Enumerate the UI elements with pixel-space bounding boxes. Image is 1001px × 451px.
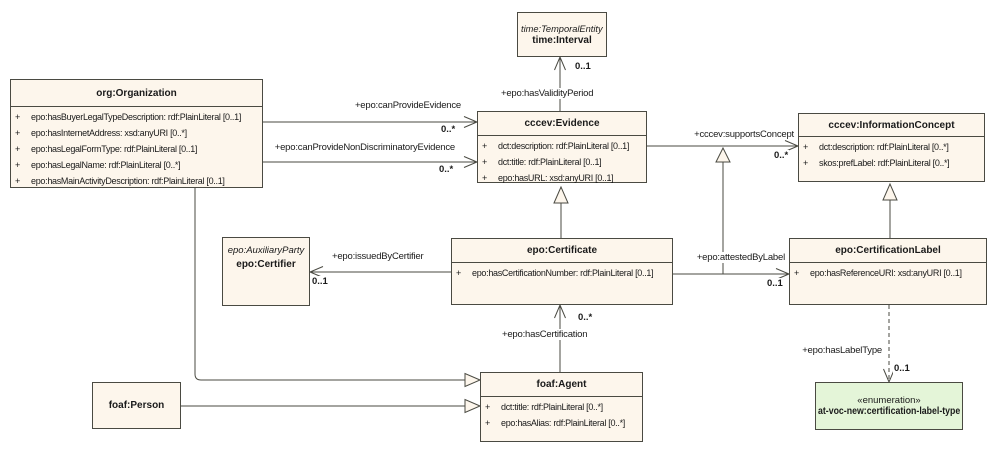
class-foaf-person[interactable]: foaf:Person xyxy=(92,382,181,429)
multiplicity-has-certification: 0..* xyxy=(577,312,594,323)
class-header: foaf:Agent xyxy=(481,373,642,397)
edge-label-can-provide-evidence: +epo:canProvideEvidence xyxy=(353,100,462,111)
class-name: org:Organization xyxy=(96,87,177,99)
multiplicity-issued-by-certifier: 0..1 xyxy=(311,276,329,287)
class-header: cccev:Evidence xyxy=(478,112,646,136)
attribute-row: + epo:hasURL: xsd:anyURI [0..1] xyxy=(482,173,614,183)
class-epo-certificationlabel[interactable]: epo:CertificationLabel + epo:hasReferenc… xyxy=(789,238,987,305)
attribute-row: + epo:hasLegalFormType: rdf:PlainLiteral… xyxy=(15,144,198,154)
class-time-interval[interactable]: time:TemporalEntity time:Interval xyxy=(517,12,607,57)
attribute-row: + dct:title: rdf:PlainLiteral [0..*] xyxy=(485,402,603,412)
generalization-triangle-icon xyxy=(882,182,898,201)
multiplicity-can-provide-evidence: 0..* xyxy=(440,124,457,135)
generalization-triangle-icon xyxy=(464,372,482,388)
edge-label-has-certification: +epo:hasCertification xyxy=(501,329,589,340)
open-arrowhead xyxy=(554,303,566,319)
generalization-triangle-icon xyxy=(553,185,569,204)
attribute-row: + epo:hasMainActivityDescription: rdf:Pl… xyxy=(15,176,225,186)
edge-label-attested-by-label: +epo:attestedByLabel xyxy=(695,252,786,263)
class-name: foaf:Person xyxy=(108,400,165,411)
attribute-compartment: + epo:hasCertificationNumber: rdf:PlainL… xyxy=(452,263,672,281)
class-epo-certifier[interactable]: epo:AuxiliaryParty epo:Certifier xyxy=(222,237,310,306)
class-header: cccev:InformationConcept xyxy=(799,114,984,137)
open-arrowhead xyxy=(308,266,324,278)
multiplicity-attested-by-label: 0..1 xyxy=(766,278,784,289)
generalization-triangle-icon xyxy=(715,146,731,163)
edge-label-has-validity-period: +epo:hasValidityPeriod xyxy=(500,88,595,99)
class-header: epo:CertificationLabel xyxy=(790,239,986,263)
attribute-row: + epo:hasBuyerLegalTypeDescription: rdf:… xyxy=(15,112,242,122)
class-header: epo:Certificate xyxy=(452,239,672,263)
attribute-row: + dct:description: rdf:PlainLiteral [0..… xyxy=(803,142,949,152)
attribute-row: + epo:hasCertificationNumber: rdf:PlainL… xyxy=(456,268,654,278)
edge-certificationlabel-generalization xyxy=(882,182,898,238)
attribute-compartment: + dct:description: rdf:PlainLiteral [0..… xyxy=(478,136,646,186)
class-cccev-informationconcept[interactable]: cccev:InformationConcept + dct:descripti… xyxy=(798,113,985,182)
parent-class-label: epo:AuxiliaryParty xyxy=(227,245,305,256)
edge-organization-generalization xyxy=(194,188,482,388)
class-name: at-voc-new:certification-label-type xyxy=(817,406,961,417)
edge-label-supports-concept: +cccev:supportsConcept xyxy=(693,129,795,140)
class-org-organization[interactable]: org:Organization + epo:hasBuyerLegalType… xyxy=(10,79,263,188)
multiplicity-has-label-type: 0..1 xyxy=(893,363,911,374)
class-foaf-agent[interactable]: foaf:Agent + dct:title: rdf:PlainLiteral… xyxy=(480,372,643,442)
class-epo-certificate[interactable]: epo:Certificate + epo:hasCertificationNu… xyxy=(451,238,673,305)
class-name: cccev:Evidence xyxy=(524,118,600,129)
class-name: epo:Certificate xyxy=(526,245,597,256)
attribute-compartment: + dct:title: rdf:PlainLiteral [0..*] + e… xyxy=(481,397,642,431)
attribute-compartment: + epo:hasReferenceURI: xsd:anyURI [0..1] xyxy=(790,263,986,281)
edge-label-issued-by-certifier: +epo:issuedByCertifier xyxy=(331,251,425,262)
edge-label-has-label-type: +epo:hasLabelType xyxy=(801,345,883,356)
attribute-row: + dct:title: rdf:PlainLiteral [0..1] xyxy=(482,157,602,167)
attribute-compartment: + epo:hasBuyerLegalTypeDescription: rdf:… xyxy=(11,107,262,189)
class-name: cccev:InformationConcept xyxy=(828,119,955,131)
enumeration-certification-label-type[interactable]: «enumeration» at-voc-new:certification-l… xyxy=(815,382,963,430)
edge-label-can-provide-nondiscriminatory-evidence: +epo:canProvideNonDiscriminatoryEvidence xyxy=(273,142,456,153)
edge-person-generalization xyxy=(181,398,482,414)
edge-has-validity-period xyxy=(554,55,566,111)
attribute-row: + skos:prefLabel: rdf:PlainLiteral [0..*… xyxy=(803,158,950,168)
attribute-compartment: + dct:description: rdf:PlainLiteral [0..… xyxy=(799,137,984,171)
edge-certificate-generalization xyxy=(553,185,569,238)
class-name: epo:CertificationLabel xyxy=(835,245,941,256)
stereotype-label: «enumeration» xyxy=(857,395,921,406)
attribute-row: + epo:hasReferenceURI: xsd:anyURI [0..1] xyxy=(794,268,962,278)
multiplicity-supports-concept: 0..* xyxy=(773,150,790,161)
open-arrowhead xyxy=(554,55,566,71)
attribute-row: + dct:description: rdf:PlainLiteral [0..… xyxy=(482,141,630,151)
class-name: time:Interval xyxy=(532,34,592,46)
class-name: foaf:Agent xyxy=(536,379,587,390)
attribute-row: + epo:hasLegalName: rdf:PlainLiteral [0.… xyxy=(15,160,181,170)
generalization-triangle-icon xyxy=(464,398,482,414)
edge-issued-by-certifier xyxy=(308,266,451,278)
parent-class-label: time:TemporalEntity xyxy=(521,23,603,35)
multiplicity-can-provide-nondiscriminatory-evidence: 0..* xyxy=(438,164,455,175)
multiplicity-has-validity-period: 0..1 xyxy=(574,61,592,72)
class-header: org:Organization xyxy=(11,80,262,107)
class-cccev-evidence[interactable]: cccev:Evidence + dct:description: rdf:Pl… xyxy=(477,111,647,183)
attribute-row: + epo:hasAlias: rdf:PlainLiteral [0..*] xyxy=(485,418,625,428)
class-name: epo:Certifier xyxy=(236,259,296,270)
attribute-row: + epo:hasInternetAddress: xsd:anyURI [0.… xyxy=(15,128,187,138)
